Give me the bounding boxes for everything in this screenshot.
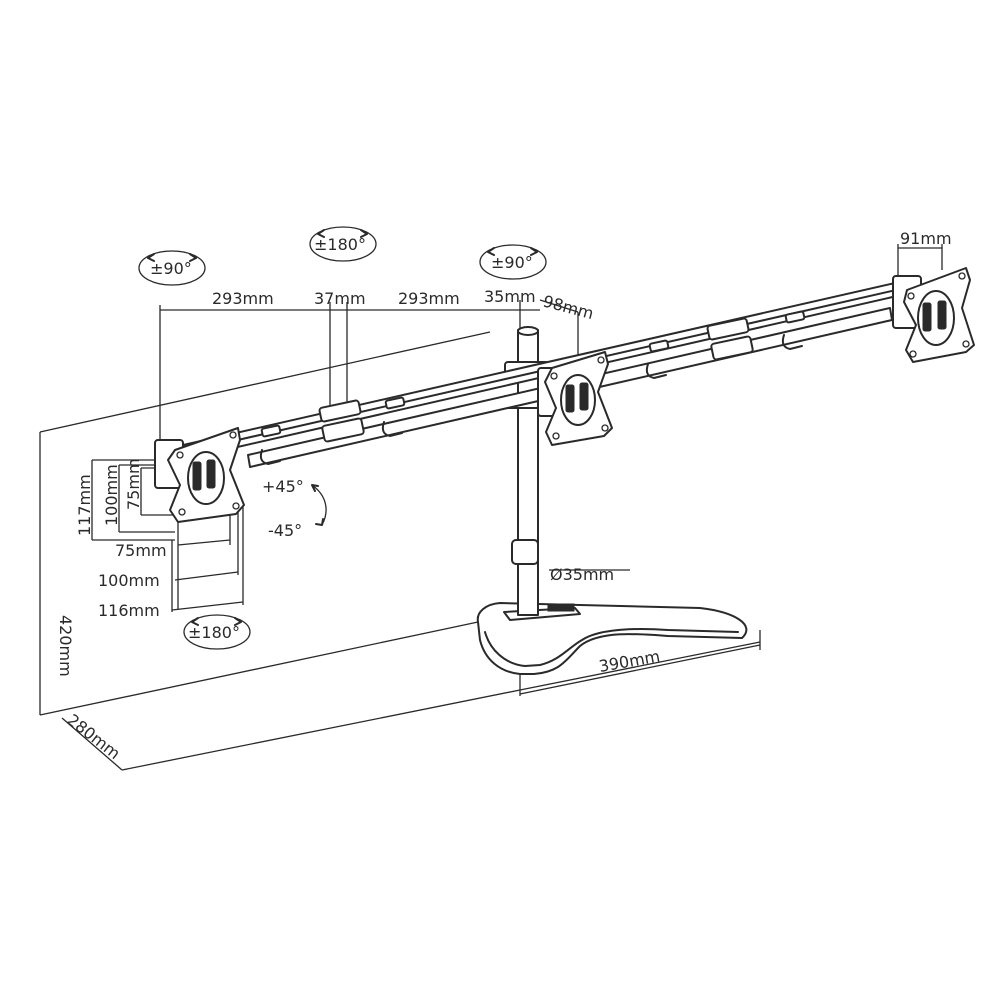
label-rotation-bottom: ±180° [188,623,240,642]
label-arm-right-width: 293mm [398,289,460,308]
label-base-depth: 280mm [64,710,124,763]
label-right-offset: 91mm [900,229,952,248]
label-rotation-left-top: ±90° [150,259,192,278]
rotation-ellipse-left-top [138,250,206,286]
label-vesa-h-117: 117mm [75,474,94,536]
dimension-lines [39,244,943,771]
label-tilt-up: +45° [262,477,304,496]
vesa-plate-right [892,267,975,363]
label-vesa-h-75: 75mm [124,458,143,510]
label-vesa-w-100: 100mm [98,571,160,590]
label-pole-offset: 35mm [484,287,536,306]
rotation-ellipse-center-top [309,226,377,262]
label-vesa-w-75: 75mm [115,541,167,560]
label-vesa-h-100: 100mm [102,464,121,526]
rotation-ellipse-center-right [479,244,547,280]
label-rotation-center-top: ±180° [314,235,366,254]
label-total-height: 420mm [56,615,75,677]
label-center-offset: 98mm [541,292,596,324]
rotation-labels: ±90° ±180° ±90° ±180° +45° -45° [150,235,533,642]
label-vesa-w-116: 116mm [98,601,160,620]
label-rotation-center-right: ±90° [491,253,533,272]
label-arm-center-gap: 37mm [314,289,366,308]
stand-base [476,602,748,675]
rotation-ellipse-bottom [183,614,251,650]
rotation-indicators [138,226,547,650]
label-pole-diameter: Ø35mm [550,565,614,584]
label-tilt-down: -45° [268,521,302,540]
vesa-plate-center [537,351,613,446]
label-arm-left-width: 293mm [212,289,274,308]
vesa-plate-left [154,427,245,523]
arm-clips [259,310,806,465]
